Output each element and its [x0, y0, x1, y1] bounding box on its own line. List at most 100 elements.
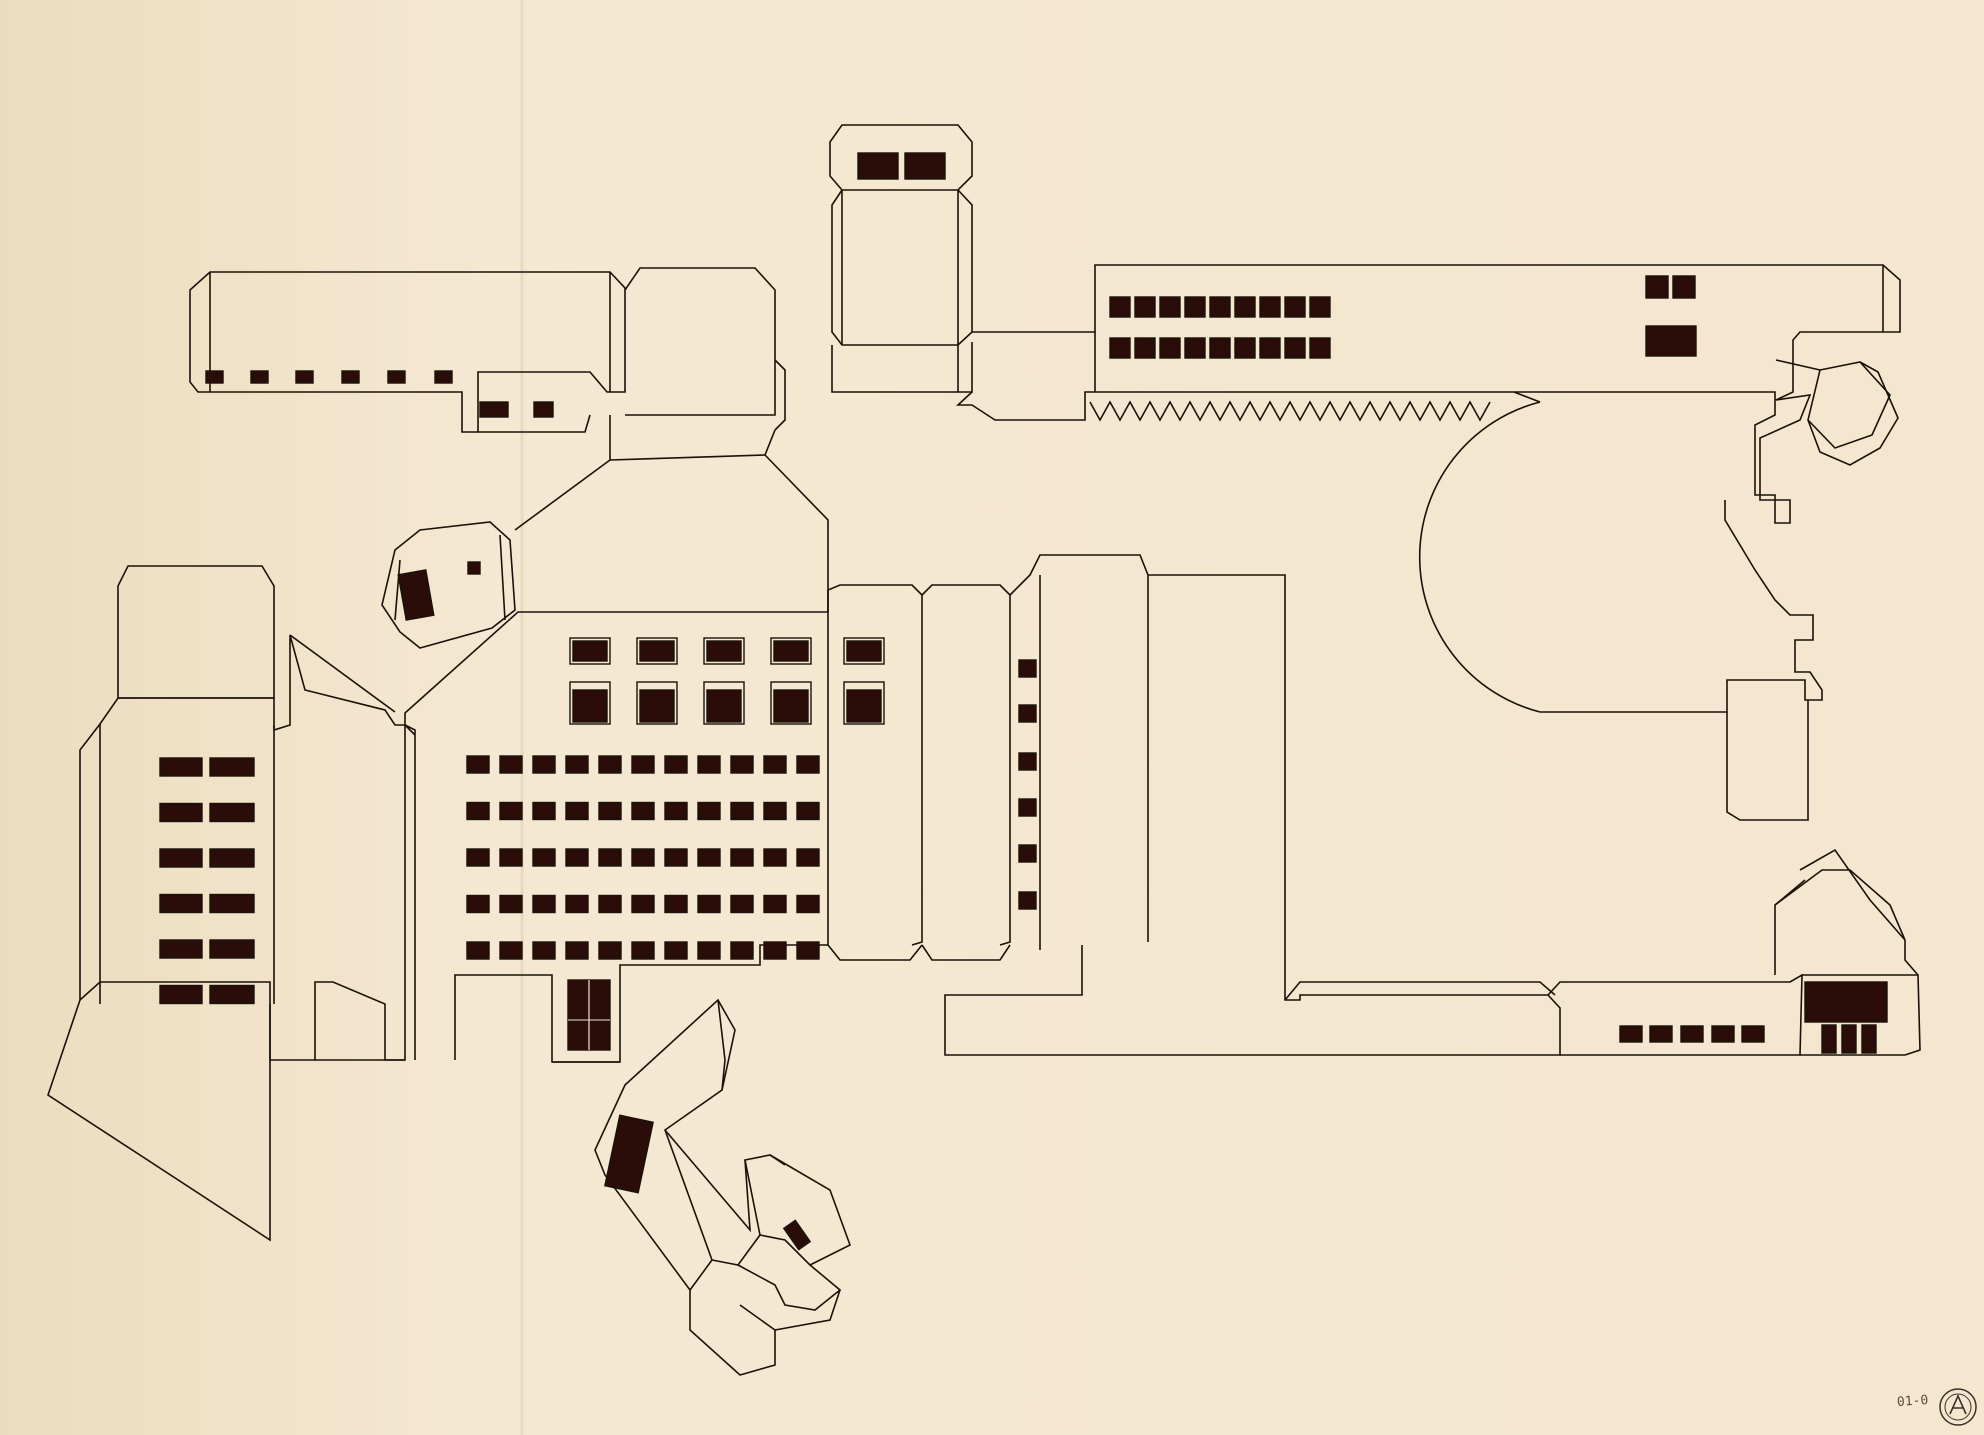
window-opening [159, 802, 203, 823]
window-opening [730, 941, 754, 960]
window-opening [730, 801, 754, 821]
upper-right-wing-windows [1109, 275, 1697, 359]
window-opening [159, 984, 203, 1005]
window-opening [1619, 1025, 1643, 1043]
window-opening [1184, 337, 1206, 359]
window-opening [532, 894, 556, 914]
window-opening [763, 801, 787, 821]
top-tower-cutout [829, 124, 973, 393]
window-opening [532, 801, 556, 821]
window-opening [466, 894, 490, 914]
window-opening [639, 640, 675, 662]
window-opening [499, 755, 523, 774]
window-opening [664, 801, 688, 821]
window-frame [770, 681, 812, 725]
left-building-windows [159, 757, 255, 1005]
window-opening [664, 755, 688, 774]
window-opening [1159, 337, 1181, 359]
window-opening [295, 370, 314, 384]
rotated-box-cutout [381, 521, 516, 649]
window-opening [159, 757, 203, 777]
window-opening [763, 894, 787, 914]
window-opening [1284, 296, 1306, 318]
window-opening [1821, 1024, 1837, 1054]
window-opening [387, 370, 406, 384]
window-opening [664, 894, 688, 914]
window-opening [499, 801, 523, 821]
window-opening [796, 848, 820, 867]
window-opening [1018, 659, 1037, 678]
window-opening [205, 370, 224, 384]
window-opening [631, 941, 655, 960]
window-opening [763, 848, 787, 867]
window-opening [565, 941, 589, 960]
window-opening [697, 848, 721, 867]
window-opening [796, 941, 820, 960]
window-opening [209, 848, 255, 868]
window-opening [598, 755, 622, 774]
window-opening [466, 941, 490, 960]
window-opening [706, 689, 742, 723]
zigzag-sawtooth [1089, 400, 1491, 422]
window-opening [664, 941, 688, 960]
window-opening [796, 801, 820, 821]
window-opening [1018, 891, 1037, 910]
window-opening [532, 755, 556, 774]
window-opening [572, 640, 608, 662]
window-frame [703, 637, 745, 665]
window-opening [499, 894, 523, 914]
right-upper-box-cluster [1775, 359, 1899, 466]
window-opening [631, 801, 655, 821]
window-opening [209, 757, 255, 777]
window-opening [846, 689, 882, 723]
window-opening [1209, 337, 1231, 359]
window-opening [1234, 296, 1256, 318]
window-opening [664, 848, 688, 867]
window-opening [341, 370, 360, 384]
window-opening [639, 689, 675, 723]
window-opening [159, 939, 203, 959]
window-opening [730, 894, 754, 914]
window-opening [533, 401, 554, 418]
window-opening [763, 941, 787, 960]
window-frame [770, 637, 812, 665]
window-opening [1645, 275, 1669, 299]
window-frame [569, 637, 611, 665]
window-opening [1018, 752, 1037, 771]
window-opening [631, 894, 655, 914]
upper-left-wing-windows [205, 370, 554, 418]
window-opening [631, 755, 655, 774]
window-opening [565, 848, 589, 867]
window-opening [796, 894, 820, 914]
upper-right-wing-cutout [955, 264, 1901, 524]
window-opening [697, 894, 721, 914]
window-opening [565, 801, 589, 821]
window-frame [636, 681, 678, 725]
window-frame [569, 681, 611, 725]
window-opening [532, 941, 556, 960]
main-central-block-cutout [404, 554, 1561, 1063]
window-opening [565, 755, 589, 774]
window-opening [1184, 296, 1206, 318]
window-opening [1649, 1025, 1673, 1043]
semicircular-courtyard [1418, 391, 1823, 821]
window-opening [1109, 296, 1131, 318]
right-lower-wing-cutout [1284, 848, 1921, 1056]
window-opening [763, 755, 787, 774]
window-opening [730, 848, 754, 867]
window-opening [598, 848, 622, 867]
main-block-windows [466, 637, 1037, 960]
window-opening [159, 848, 203, 868]
window-frame [703, 681, 745, 725]
window-opening [1018, 844, 1037, 863]
window-opening [209, 984, 255, 1005]
window-opening [697, 801, 721, 821]
window-opening [532, 848, 556, 867]
window-opening [466, 755, 490, 774]
window-opening [1309, 337, 1331, 359]
lower-diagonal-cutout [594, 998, 851, 1376]
window-opening [773, 640, 809, 662]
window-opening [598, 801, 622, 821]
